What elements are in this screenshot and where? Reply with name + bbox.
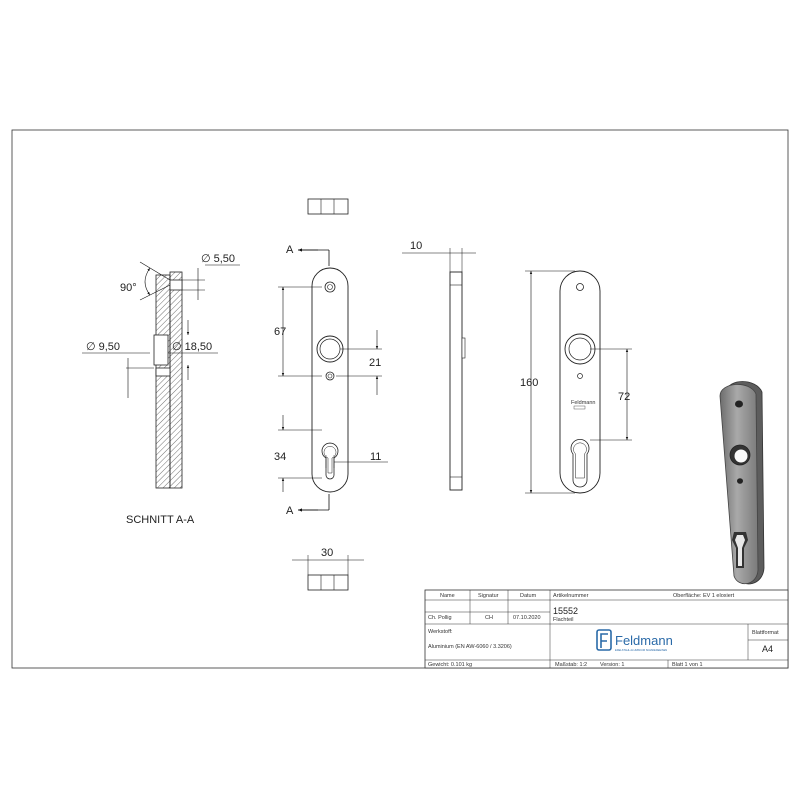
back-cylinder-cutout-inner bbox=[573, 442, 587, 479]
front-view: A A 67 21 34 11 30 bbox=[274, 198, 388, 591]
dim160-label: 160 bbox=[520, 377, 538, 389]
front-screw-hole-top-inner bbox=[327, 284, 333, 290]
back-view: Feldmann 160 72 bbox=[520, 270, 632, 494]
dim11-label: 11 bbox=[370, 451, 381, 463]
tb-artikelnummer-val: 15552 bbox=[553, 606, 578, 616]
tb-name-val: Ch. Pollig bbox=[428, 615, 452, 621]
section-title: SCHNITT A-A bbox=[126, 514, 195, 526]
dim72-label: 72 bbox=[618, 391, 630, 403]
angle-arc bbox=[144, 267, 151, 296]
tb-blattformat-label: Blattformat bbox=[752, 630, 779, 636]
3d-small-hole bbox=[737, 478, 743, 484]
tb-signatur-val: CH bbox=[485, 615, 493, 621]
cut-label-bottom: A bbox=[286, 505, 294, 517]
d550-label: ∅ 5,50 bbox=[201, 253, 235, 265]
angle-line-2 bbox=[139, 284, 171, 301]
logo-mark-f bbox=[600, 633, 608, 648]
section-screw-hole bbox=[169, 279, 183, 291]
front-bore-inner bbox=[319, 338, 341, 360]
section-view-a-a: 90° ∅ 5,50 ∅ 9,50 ∅ 18,50 SCHNITT A-A bbox=[82, 253, 240, 526]
front-small-hole-inner bbox=[327, 373, 333, 379]
tb-h-artikelnummer: Artikelnummer bbox=[553, 593, 589, 599]
side-view: 10 bbox=[402, 240, 476, 491]
top-view-plate bbox=[307, 198, 349, 215]
angle-90-label: 90° bbox=[120, 282, 137, 294]
tb-h-signatur: Signatur bbox=[478, 593, 499, 599]
tb-blattformat-val: A4 bbox=[762, 644, 773, 654]
title-block-frame bbox=[424, 589, 789, 669]
front-cylinder-cutout bbox=[321, 442, 339, 480]
3d-cylinder-cutout-inner bbox=[735, 535, 745, 566]
tb-h-oberflaeche: Oberfläche: EV 1 eloxiert bbox=[673, 593, 735, 599]
back-plate-outline bbox=[559, 270, 601, 494]
section-small-hole bbox=[155, 367, 171, 377]
back-marking: Feldmann bbox=[571, 400, 595, 406]
dim10-label: 10 bbox=[410, 240, 422, 252]
front-cylinder-cutout-inner bbox=[323, 446, 337, 474]
back-small-hole bbox=[577, 373, 583, 379]
cut-label-top: A bbox=[286, 244, 294, 256]
tb-h-datum: Datum bbox=[520, 593, 537, 599]
back-screw-hole-top bbox=[576, 283, 584, 291]
section-bore bbox=[153, 334, 169, 366]
tb-werkstoff-val: Aluminium (EN AW-6060 / 3.3206) bbox=[428, 644, 512, 650]
section-body-flange bbox=[169, 271, 183, 489]
tb-version: Version: 1 bbox=[600, 662, 624, 668]
title-block: Name Signatur Datum Artikelnummer Oberfl… bbox=[424, 589, 789, 669]
d1850-label: ∅ 18,50 bbox=[172, 341, 212, 353]
dim67-label: 67 bbox=[274, 326, 286, 338]
bottom-view-plate bbox=[307, 574, 349, 591]
tb-datum-val: 07.10.2020 bbox=[513, 615, 541, 621]
logo-tagline: EDELSTAHL ALUMINIUM SCHMIEDEEISEN bbox=[615, 648, 667, 652]
section-body bbox=[155, 274, 171, 489]
3d-plate-face bbox=[719, 384, 759, 584]
tb-massstab: Maßstab: 1:2 bbox=[555, 662, 587, 668]
3d-preview bbox=[719, 381, 765, 585]
sheet-border bbox=[11, 129, 789, 669]
back-marking-box bbox=[573, 405, 586, 410]
tb-flachteil: Flachteil bbox=[553, 617, 573, 623]
side-plate bbox=[449, 271, 463, 491]
tb-blatt: Blatt 1 von 1 bbox=[672, 662, 703, 668]
dim34-label: 34 bbox=[274, 451, 286, 463]
back-cylinder-cutout bbox=[570, 439, 590, 488]
tb-gewicht: Gewicht: 0.101 kg bbox=[428, 662, 472, 668]
3d-bore-inner bbox=[734, 449, 748, 463]
tb-h-name: Name bbox=[440, 593, 455, 599]
3d-top-hole bbox=[735, 400, 743, 408]
angle-line-1 bbox=[139, 261, 171, 281]
d950-label: ∅ 9,50 bbox=[86, 341, 120, 353]
dim21-label: 21 bbox=[369, 357, 381, 369]
tb-werkstoff-label: Werkstoff: bbox=[428, 629, 453, 635]
logo-text: Feldmann bbox=[615, 633, 673, 648]
logo-mark bbox=[596, 629, 612, 651]
back-bore-inner bbox=[568, 337, 592, 361]
dim30-label: 30 bbox=[321, 547, 333, 559]
side-boss bbox=[461, 337, 466, 359]
